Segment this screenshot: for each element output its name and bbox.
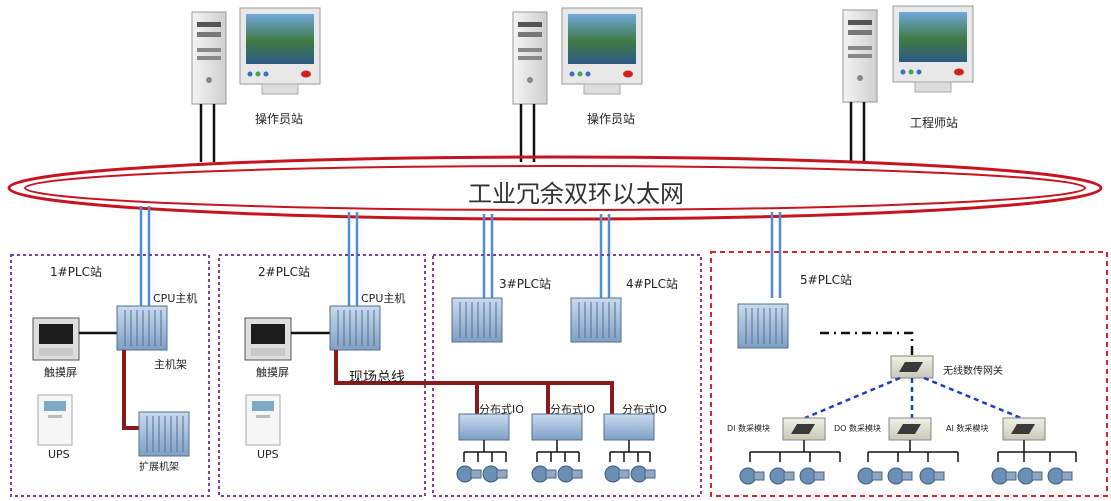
do-module-icon bbox=[888, 417, 932, 441]
di-module-icon bbox=[782, 417, 826, 441]
field-device-icon bbox=[630, 465, 656, 483]
field-device-icon bbox=[1047, 467, 1073, 485]
wireless-gateway-icon bbox=[890, 355, 934, 379]
dist-io-1 bbox=[458, 413, 510, 441]
plc1-cpu-label: CPU主机 bbox=[153, 292, 198, 305]
plc2-ups-icon bbox=[245, 394, 281, 446]
field-device-icon bbox=[857, 467, 883, 485]
plc1-touch-label: 触摸屏 bbox=[44, 366, 77, 379]
plc4-title: 4#PLC站 bbox=[626, 277, 678, 291]
plc2-title: 2#PLC站 bbox=[258, 265, 310, 279]
field-device-icon bbox=[991, 467, 1017, 485]
di-module-label: DI 数采模块 bbox=[727, 424, 771, 433]
field-device-icon bbox=[531, 465, 557, 483]
field-bus bbox=[334, 350, 614, 414]
plc2-ups-label: UPS bbox=[257, 448, 279, 461]
field-device-icon bbox=[887, 467, 913, 485]
station-3-tower bbox=[842, 9, 878, 103]
field-device-icon bbox=[739, 467, 765, 485]
field-bus-label: 现场总线 bbox=[349, 370, 405, 386]
plc5-rack bbox=[737, 303, 789, 349]
do-module-label: DO 数采模块 bbox=[834, 424, 881, 433]
group-plc34 bbox=[432, 254, 702, 497]
plc1-ext-link bbox=[122, 350, 139, 430]
field-device-icon bbox=[456, 465, 482, 483]
ring-outer bbox=[7, 155, 1103, 221]
dist-io-3 bbox=[603, 413, 655, 441]
plc1-ups-label: UPS bbox=[48, 448, 70, 461]
station-1-tower bbox=[191, 11, 227, 105]
plc3-rack bbox=[451, 297, 503, 343]
dist-io-2 bbox=[531, 413, 583, 441]
wireless-trees bbox=[749, 440, 1077, 462]
wireless-links bbox=[804, 376, 1022, 420]
group-plc5 bbox=[710, 251, 1108, 497]
station-links bbox=[199, 102, 866, 162]
field-device-icon bbox=[557, 465, 583, 483]
plc1-cpu-rack bbox=[116, 305, 168, 351]
field-device-icon bbox=[1017, 467, 1043, 485]
plc1-main-rack-label: 主机架 bbox=[154, 358, 187, 371]
plc2-cpu-label: CPU主机 bbox=[361, 292, 406, 305]
plc1-ext-rack bbox=[138, 411, 190, 457]
group-plc1 bbox=[10, 254, 210, 497]
plc4-rack bbox=[570, 297, 622, 343]
dist-io-label-1: 分布式IO bbox=[479, 403, 524, 416]
dist-io-label-2: 分布式IO bbox=[550, 403, 595, 416]
field-device-icon bbox=[769, 467, 795, 485]
station-label-3: 工程师站 bbox=[910, 116, 959, 130]
station-1-monitor bbox=[239, 7, 321, 95]
plc1-ext-rack-label: 扩展机架 bbox=[139, 462, 179, 473]
station-label-1: 操作员站 bbox=[255, 112, 304, 126]
ring-inner bbox=[24, 165, 1086, 211]
plc1-title: 1#PLC站 bbox=[50, 265, 102, 279]
field-device-icon bbox=[919, 467, 945, 485]
station-label-2: 操作员站 bbox=[587, 112, 636, 126]
plc1-ups-icon bbox=[37, 394, 73, 446]
plc2-touch-label: 触摸屏 bbox=[256, 366, 289, 379]
plc-links bbox=[139, 206, 782, 306]
group-plc2 bbox=[218, 254, 426, 497]
plc2-cpu-rack bbox=[329, 305, 381, 351]
ai-module-label: AI 数采模块 bbox=[946, 424, 989, 433]
field-device-icon bbox=[482, 465, 508, 483]
field-device-icon bbox=[604, 465, 630, 483]
plc5-wireless-link bbox=[820, 331, 914, 356]
plc5-title: 5#PLC站 bbox=[800, 273, 852, 287]
field-device-icon bbox=[799, 467, 825, 485]
station-2-monitor bbox=[561, 7, 643, 95]
gateway-label: 无线数传网关 bbox=[943, 366, 1003, 377]
plc3-title: 3#PLC站 bbox=[499, 277, 551, 291]
ai-module-icon bbox=[1002, 417, 1046, 441]
ring-label: 工业冗余双环以太网 bbox=[468, 180, 684, 208]
station-3-monitor bbox=[892, 5, 974, 93]
plc2-touchscreen-icon bbox=[244, 317, 292, 361]
dist-io-label-3: 分布式IO bbox=[622, 403, 667, 416]
io-trees bbox=[463, 440, 651, 462]
station-2-tower bbox=[512, 11, 548, 105]
plc1-touchscreen-icon bbox=[32, 317, 80, 361]
